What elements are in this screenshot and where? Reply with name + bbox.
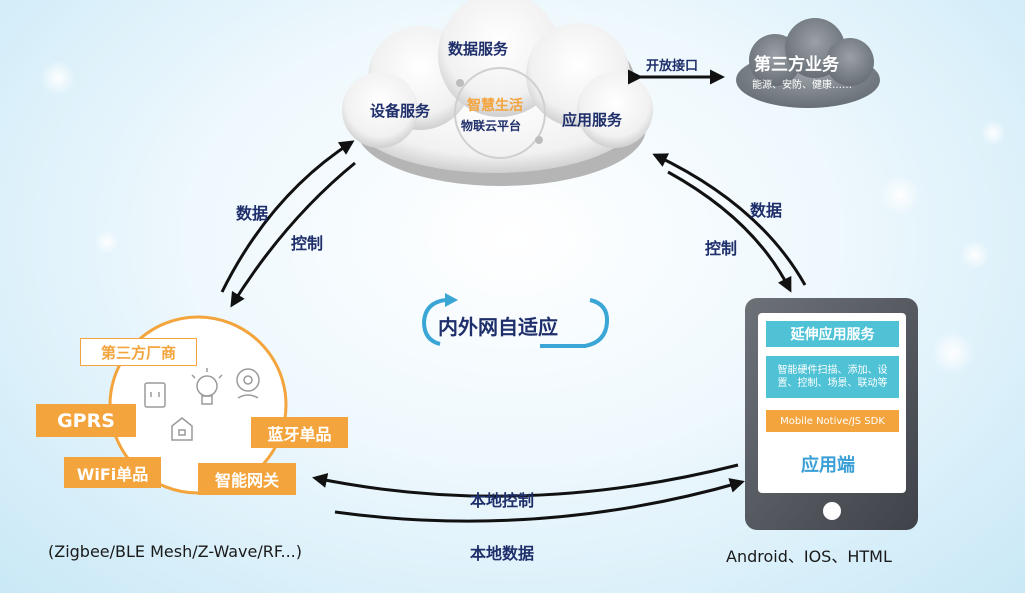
- device-service-label: 设备服务: [370, 102, 431, 120]
- adaptive-arrow-left: [421, 298, 446, 346]
- adaptive-arrow-right: [540, 298, 610, 348]
- bluetooth-label: 蓝牙单品: [267, 424, 332, 444]
- ring-dot: [456, 79, 464, 87]
- data-service-label: 数据服务: [448, 40, 509, 58]
- right-control-arrow: [667, 170, 792, 293]
- third-party-title: 第三方业务: [754, 55, 839, 75]
- left-control-label: 控制: [291, 234, 324, 253]
- local-data-arrow: [334, 478, 745, 523]
- gprs-label: GPRS: [57, 409, 115, 432]
- third-party-subtitle: 能源、安防、健康……: [752, 80, 852, 91]
- adaptive-arrow-head: [445, 293, 458, 307]
- wifi-label: WiFi单品: [76, 464, 149, 484]
- sparkle: [980, 120, 1006, 146]
- main-cloud-body: [342, 0, 653, 173]
- ring-dot: [535, 136, 543, 144]
- app-label: 应用端: [801, 455, 855, 476]
- protocols-label: (Zigbee/BLE Mesh/Z-Wave/RF...): [48, 542, 302, 561]
- bluetooth-box: 蓝牙单品: [251, 417, 348, 448]
- extended-service-label: 延伸应用服务: [790, 327, 875, 343]
- left-control-arrow: [230, 161, 356, 308]
- platform-title: 智慧生活: [467, 98, 523, 114]
- phone-home-button: [823, 502, 841, 520]
- extended-service-box: 延伸应用服务: [766, 321, 899, 347]
- sdk-box: Mobile Notive/JS SDK: [766, 410, 899, 432]
- sparkle: [930, 330, 975, 375]
- local-control-label: 本地控制: [470, 491, 535, 510]
- adaptive-network-label: 内外网自适应: [438, 315, 558, 339]
- sparkle: [95, 230, 119, 254]
- socket-icon: [144, 382, 166, 408]
- sparkle: [40, 60, 76, 96]
- vendor-box: 第三方厂商: [80, 338, 197, 366]
- left-data-arrow: [220, 140, 355, 293]
- right-control-label: 控制: [705, 239, 738, 258]
- app-service-label: 应用服务: [562, 111, 623, 129]
- camera-icon: [236, 368, 260, 399]
- gateway-box: 智能网关: [198, 463, 296, 495]
- wifi-box: WiFi单品: [64, 457, 161, 488]
- sparkle: [880, 175, 920, 215]
- platforms-label: Android、IOS、HTML: [726, 547, 892, 566]
- third-party-cloud: [736, 18, 880, 108]
- home-icon: [171, 417, 193, 441]
- service-desc-label: 智能硬件扫描、添加、设置、控制、场景、联动等: [777, 365, 888, 389]
- platform-ring: [454, 67, 546, 159]
- platform-subtitle: 物联云平台: [461, 119, 522, 133]
- left-data-label: 数据: [236, 204, 269, 223]
- sdk-label: Mobile Notive/JS SDK: [780, 415, 885, 427]
- open-api-label: 开放接口: [646, 59, 699, 74]
- vendor-label: 第三方厂商: [100, 343, 176, 362]
- service-desc-box: 智能硬件扫描、添加、设置、控制、场景、联动等: [766, 356, 899, 398]
- local-data-label: 本地数据: [470, 544, 535, 563]
- local-control-arrow: [312, 463, 739, 498]
- right-data-label: 数据: [750, 201, 783, 220]
- gprs-box: GPRS: [36, 404, 136, 437]
- gateway-label: 智能网关: [214, 471, 279, 490]
- sparkle: [960, 240, 990, 270]
- bulb-icon: [191, 368, 223, 405]
- right-data-arrow: [652, 153, 807, 286]
